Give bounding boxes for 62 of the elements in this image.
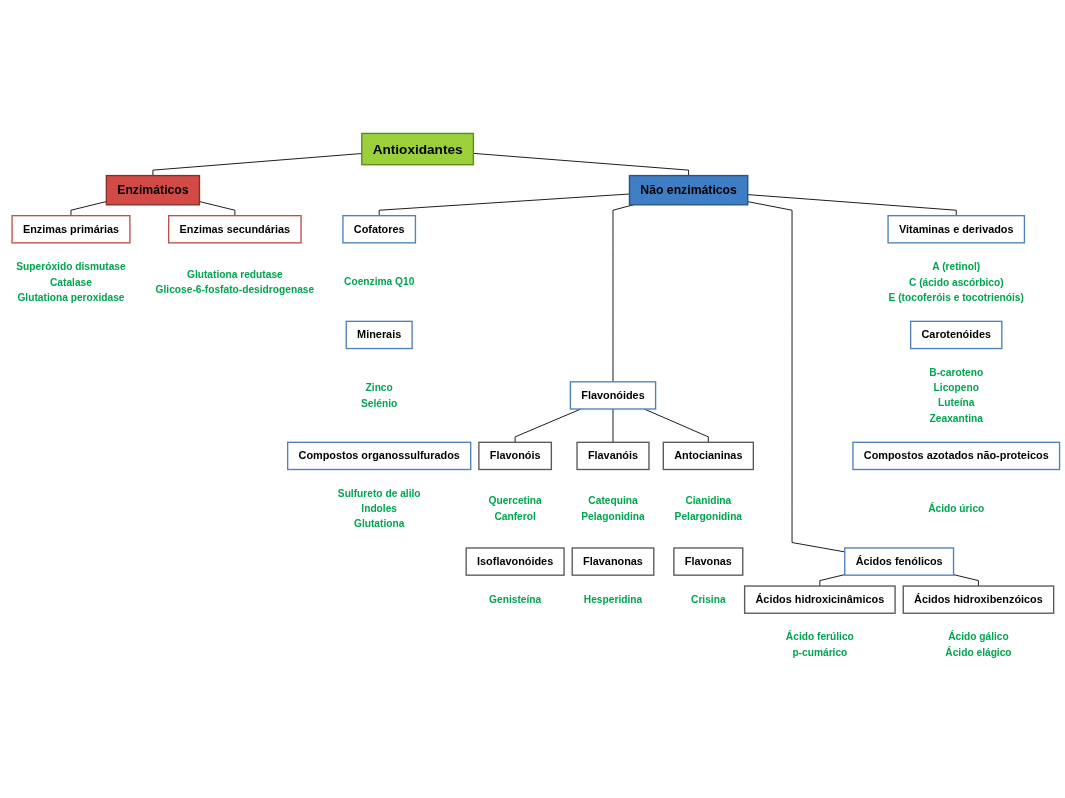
node-label: Zinco xyxy=(365,380,393,393)
node-label: Licopeno xyxy=(933,380,979,393)
connector xyxy=(199,200,236,216)
node-label: C (ácido ascórbico) xyxy=(908,275,1004,287)
node-label: Crisina xyxy=(691,592,726,605)
node-label: Ácido gálico xyxy=(948,630,1009,642)
node-label: p-cumárico xyxy=(792,645,848,658)
node-box: Enzimáticos xyxy=(105,174,201,205)
node-box: Flavanonas xyxy=(571,546,655,576)
node-box: Carotenóides xyxy=(909,320,1003,349)
node-label: Pelargonidina xyxy=(674,509,743,522)
node-label: Zeaxantina xyxy=(929,411,983,424)
node-label: Catequina xyxy=(588,494,638,506)
node-label: Coenzima Q10 xyxy=(344,275,415,287)
node-box: Não enzimáticos xyxy=(628,174,749,205)
node-label: Glutationa redutase xyxy=(186,267,283,280)
node-box: Antocianinas xyxy=(662,441,754,470)
node-box: Flavonas xyxy=(673,546,744,576)
connector xyxy=(514,408,582,443)
node-label: A (retinol) xyxy=(932,260,981,272)
node-label: Quercetina xyxy=(488,494,542,506)
node-box: Ácidos fenólicos xyxy=(844,546,955,576)
node-label: Pelagonidina xyxy=(581,509,645,522)
node-box: Flavonóides xyxy=(569,380,657,410)
connector xyxy=(378,193,630,216)
node-box: Minerais xyxy=(345,320,413,349)
node-label: Luteína xyxy=(938,396,975,408)
node-label: Ácido ferúlico xyxy=(785,630,854,642)
node-box: Ácidos hidroxicinâmicos xyxy=(743,584,896,614)
node-label: Canferol xyxy=(494,509,536,522)
node-label: Ácido úrico xyxy=(928,501,985,514)
node-box: Enzimas secundárias xyxy=(168,214,302,244)
node-label: Hesperidina xyxy=(583,592,643,605)
node-label: Catalase xyxy=(50,275,92,287)
node-label: E (tocoferóis e tocotrienóis) xyxy=(888,290,1024,303)
node-box: Ácidos hidroxibenzóicos xyxy=(902,584,1055,614)
node-label: Β-caroteno xyxy=(929,365,984,378)
node-box: Enzimas primárias xyxy=(11,214,131,244)
node-label: Cianidina xyxy=(685,494,732,506)
connector xyxy=(643,408,709,443)
node-box: Compostos organossulfurados xyxy=(287,441,472,470)
node-box: Compostos azotados não-proteicos xyxy=(852,441,1061,470)
node-box: Cofatores xyxy=(342,214,417,244)
node-box: Isoflavonóides xyxy=(465,546,565,576)
node-label: Genisteína xyxy=(489,592,542,605)
connector xyxy=(70,200,107,216)
node-label: Superóxido dismutase xyxy=(16,260,126,272)
connector xyxy=(747,193,957,216)
node-label: Glutationa xyxy=(353,517,405,529)
node-box: Antioxidantes xyxy=(361,132,475,165)
connector xyxy=(819,573,846,586)
node-box: Flavanóis xyxy=(576,441,650,470)
node-label: Selénio xyxy=(361,396,398,408)
node-label: Glutationa peroxidase xyxy=(17,290,125,303)
connector xyxy=(612,203,634,382)
node-label: Indoles xyxy=(361,501,398,514)
node-label: Sulfureto de alilo xyxy=(337,486,421,499)
connector xyxy=(953,573,979,586)
node-box: Vitaminas e derivados xyxy=(887,214,1026,244)
node-label: Glicose-6-fosfato-desidrogenase xyxy=(155,282,315,295)
node-label: Ácido elágico xyxy=(945,645,1012,658)
node-box: Flavonóis xyxy=(478,441,553,470)
